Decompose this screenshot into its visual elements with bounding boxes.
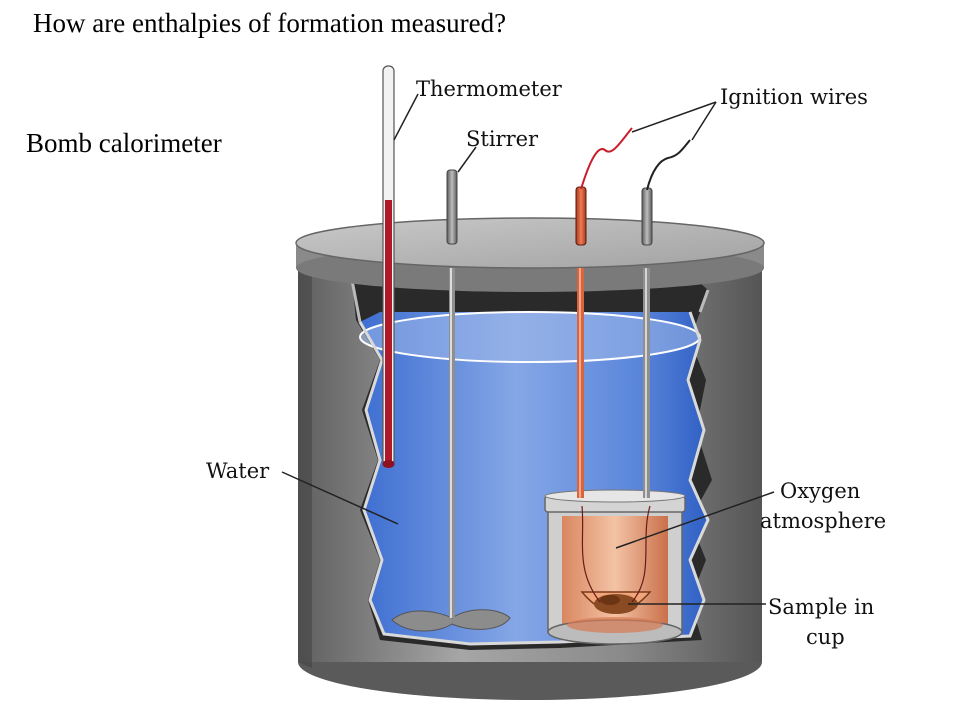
ignition-rod-red <box>575 186 587 498</box>
stirrer-paddle <box>391 609 511 632</box>
ignition-wire-red <box>580 127 633 190</box>
label-stirrer: Stirrer <box>466 127 539 151</box>
stirrer-rod <box>446 169 458 618</box>
ignition-wire-black <box>646 139 691 191</box>
label-ignition-wires: Ignition wires <box>720 85 868 109</box>
bomb-vessel <box>544 489 686 645</box>
thermometer <box>382 65 395 468</box>
water-surface <box>360 312 700 362</box>
label-oxygen-line1: Oxygen <box>780 479 860 503</box>
page-title: How are enthalpies of formation measured… <box>33 8 507 38</box>
leader-lines <box>281 93 775 605</box>
sample-cup <box>580 591 652 614</box>
diagram-subtitle: Bomb calorimeter <box>26 128 222 158</box>
label-oxygen-line2: atmosphere <box>760 509 886 533</box>
label-sample-line2: cup <box>806 625 845 649</box>
label-water: Water <box>206 459 270 483</box>
calorimeter-lid <box>295 217 765 292</box>
label-thermometer: Thermometer <box>416 77 563 101</box>
ignition-rod-gray <box>641 187 653 498</box>
label-sample-line1: Sample in <box>768 595 874 619</box>
